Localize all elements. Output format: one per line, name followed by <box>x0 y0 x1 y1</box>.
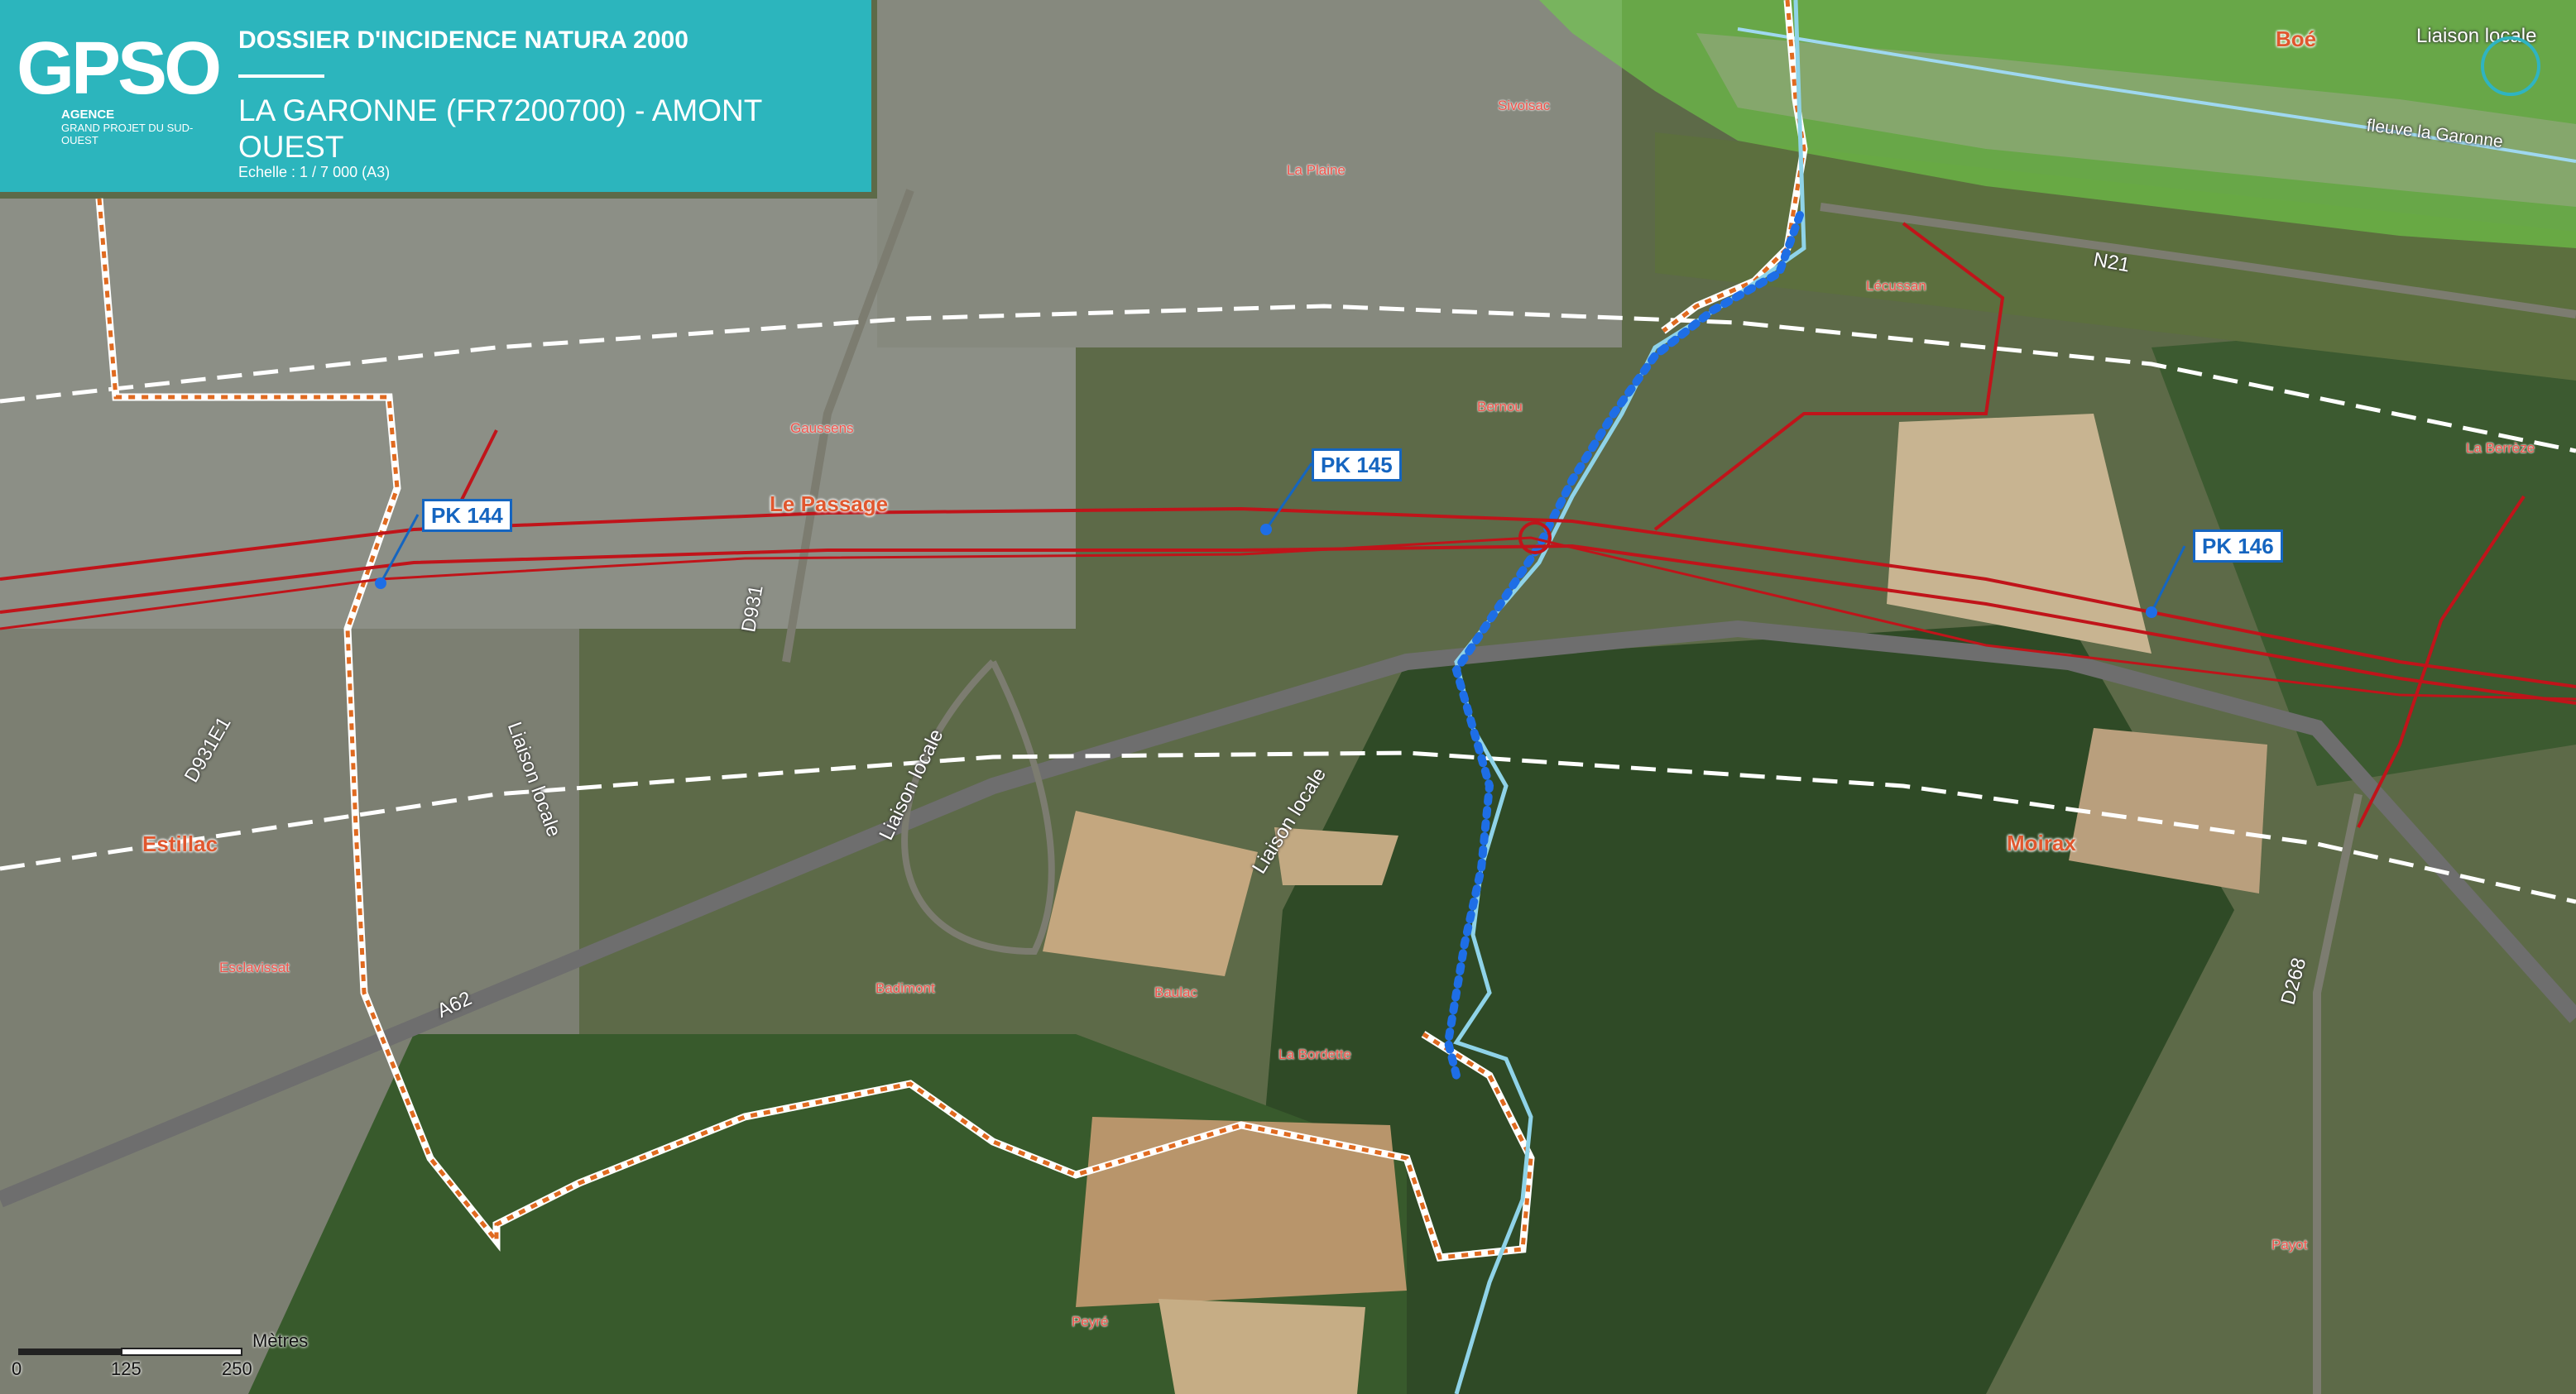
place-baulac: Baulac <box>1154 984 1197 1000</box>
field-5 <box>1158 1299 1365 1394</box>
place-badimont: Badimont <box>875 980 935 996</box>
dashed-line-north <box>0 304 2576 453</box>
map-title: LA GARONNE (FR7200700) - AMONT OUEST <box>238 93 762 164</box>
place-payot: Payot <box>2271 1237 2308 1253</box>
logo-sub2: GRAND PROJET DU SUD-OUEST <box>61 122 194 146</box>
natura2000-boundary-west-dots <box>97 198 1533 1260</box>
urban-area-north <box>877 0 1622 347</box>
scalebar-seg1 <box>18 1348 122 1355</box>
scalebar-t1: 125 <box>111 1358 142 1379</box>
project-corridor-inner <box>0 544 2576 705</box>
gpso-logo: GPSO AGENCE GRAND PROJET DU SUD-OUEST <box>17 27 222 146</box>
field-4 <box>1076 1117 1407 1307</box>
river-line <box>1737 27 2576 163</box>
fields-northeast <box>1655 132 2576 381</box>
place-boe: Boé <box>2276 26 2317 51</box>
scale-text: Echelle : 1 / 7 000 (A3) <box>238 164 391 180</box>
place-peyre: Peyré <box>1072 1314 1109 1329</box>
field-3 <box>1043 811 1258 976</box>
compass-icon[interactable] <box>2481 36 2540 96</box>
pk-144-label: PK 144 <box>422 499 512 532</box>
field-6 <box>1274 827 1398 885</box>
project-spur-east <box>2357 495 2526 828</box>
project-corridor-3 <box>0 536 2576 701</box>
place-la-berreze: La Berrèze <box>2466 440 2535 456</box>
field-2 <box>2069 728 2267 893</box>
d268-road <box>2313 793 2363 1394</box>
forest-east <box>2151 314 2576 786</box>
garonne-river <box>1696 33 2576 207</box>
place-esclavissat: Esclavissat <box>219 960 290 975</box>
pk-145-label: PK 145 <box>1312 448 1402 481</box>
logo-sub1: AGENCE <box>61 108 115 122</box>
red-node <box>1518 521 1552 554</box>
pk144-leader <box>379 514 420 584</box>
place-le-passage: Le Passage <box>770 491 889 516</box>
place-la-plaine: La Plaine <box>1287 162 1346 178</box>
pk145-dot <box>1260 524 1272 535</box>
pk146-dot <box>2146 606 2157 618</box>
place-moirax: Moirax <box>2007 831 2076 855</box>
scalebar-t0: 0 <box>12 1358 22 1379</box>
pk-146-label: PK 146 <box>2193 529 2283 563</box>
field-1 <box>1887 414 2151 654</box>
n21-road <box>1820 203 2576 319</box>
scalebar-t2: 250 <box>222 1358 252 1379</box>
pk144-dot <box>375 577 386 589</box>
scalebar-seg2 <box>121 1348 242 1356</box>
place-bernou: Bernou <box>1477 399 1523 414</box>
place-sivoisac: Sivoisac <box>1498 98 1551 113</box>
natura-stream-dots <box>1443 211 1804 1080</box>
pk146-leader <box>2150 545 2186 613</box>
project-spur-north <box>1653 222 2005 531</box>
natura2000-boundary-east-dots <box>1662 0 1806 333</box>
pk145-leader <box>1264 462 1313 530</box>
place-gaussens: Gaussens <box>790 420 854 436</box>
loop-road <box>901 659 1055 956</box>
scalebar-unit: Mètres <box>252 1330 309 1351</box>
dossier-label: DOSSIER D'INCIDENCE NATURA 2000 <box>238 26 688 54</box>
header-rule <box>238 74 324 78</box>
place-la-bordette: La Bordette <box>1278 1047 1351 1062</box>
d931-road <box>782 189 914 663</box>
place-estillac: Estillac <box>142 831 218 856</box>
a62-motorway <box>0 620 2576 1208</box>
place-lecussan: Lécussan <box>1866 278 1926 294</box>
map-header: GPSO AGENCE GRAND PROJET DU SUD-OUEST DO… <box>0 0 871 192</box>
logo-text: GPSO <box>17 27 222 110</box>
